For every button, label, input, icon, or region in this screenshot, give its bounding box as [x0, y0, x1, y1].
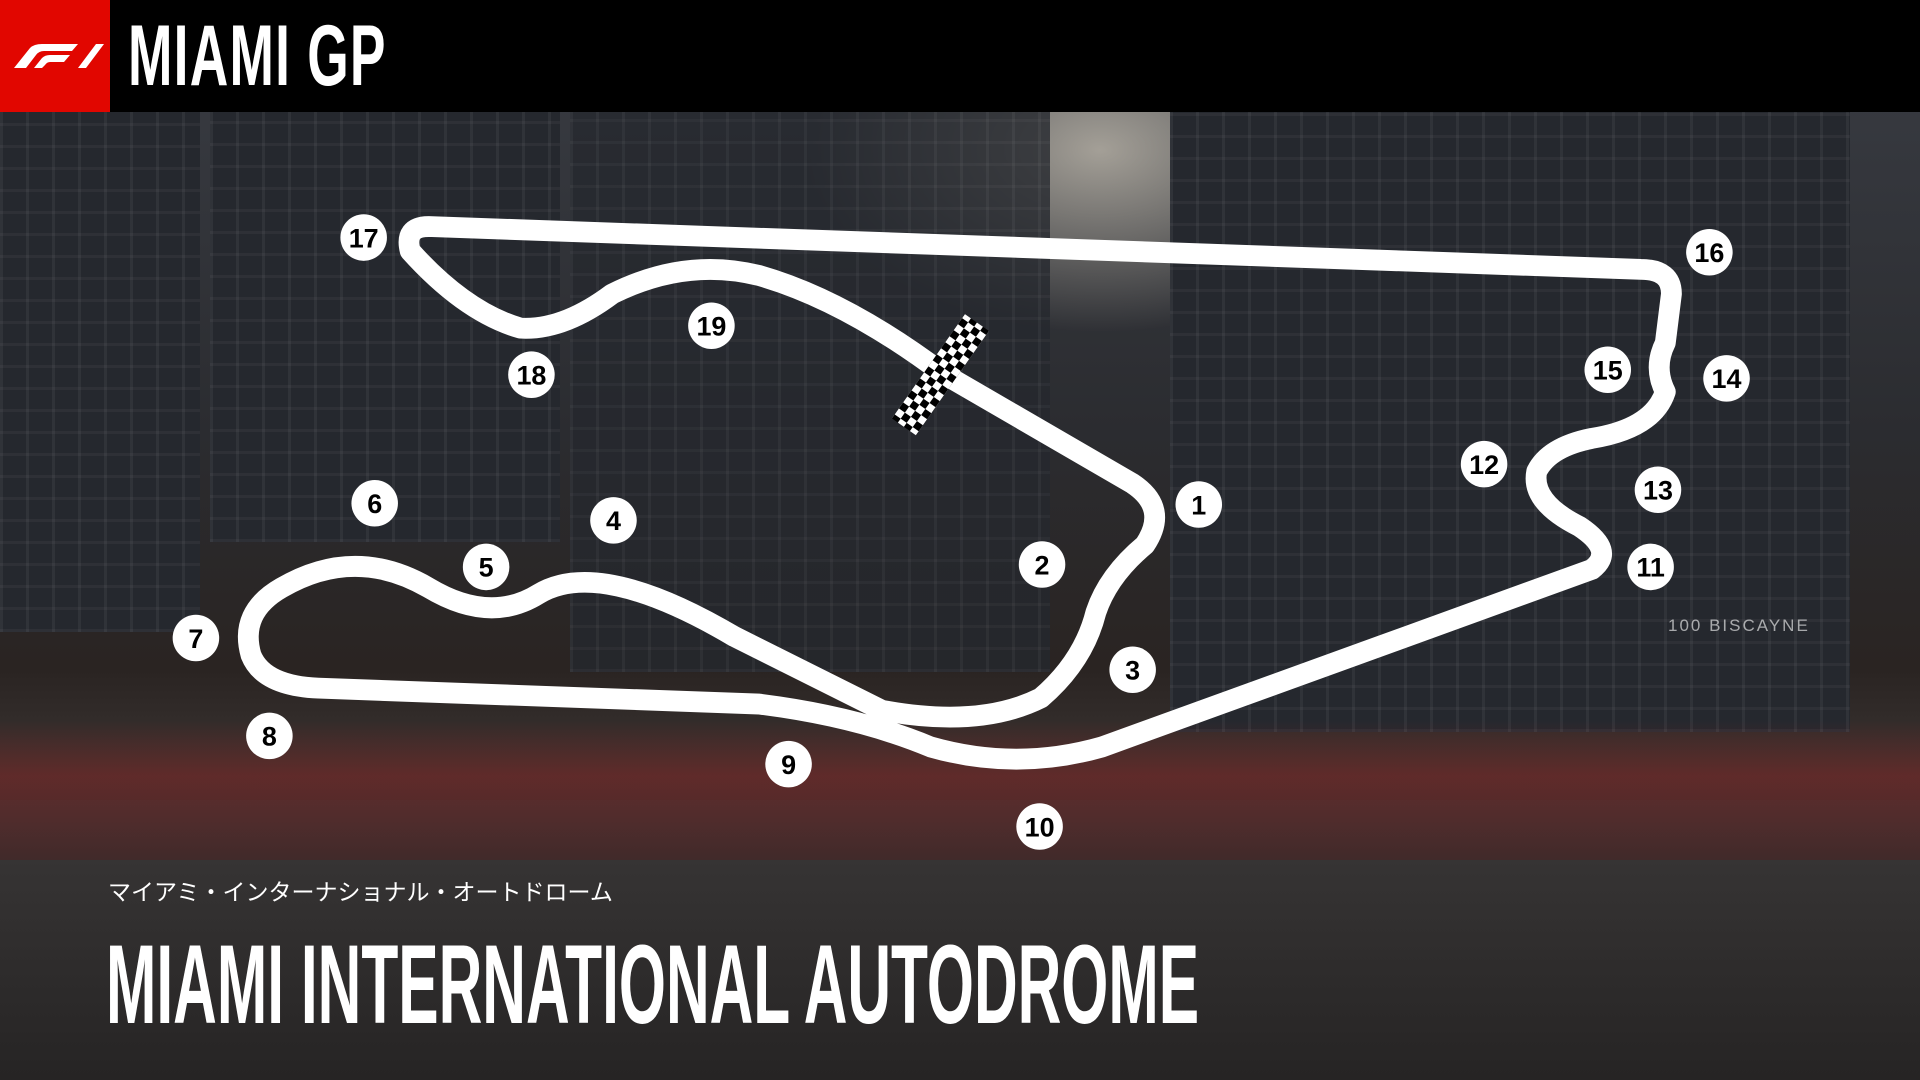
turn-marker-12: 12	[1460, 440, 1508, 488]
turn-marker-7: 7	[172, 614, 220, 662]
turn-marker-6: 6	[351, 480, 398, 527]
turn-number: 3	[1125, 656, 1140, 686]
finish-line-flag-icon	[891, 314, 989, 436]
turn-marker-circle	[246, 712, 293, 760]
turn-marker-circle	[351, 480, 398, 527]
turn-marker-circle	[1109, 646, 1156, 694]
turn-marker-circle	[1584, 346, 1632, 394]
turn-marker-15: 15	[1584, 346, 1632, 394]
circuit-name-japanese: マイアミ・インターナショナル・オートドローム	[108, 880, 613, 906]
turn-marker-5: 5	[462, 543, 510, 591]
turn-marker-circle	[1175, 481, 1223, 528]
turn-number: 14	[1712, 364, 1742, 394]
turn-number: 9	[781, 750, 796, 780]
building	[210, 112, 560, 542]
turn-marker-circle	[1703, 355, 1750, 402]
turn-marker-16: 16	[1686, 228, 1733, 276]
turn-number: 10	[1025, 812, 1055, 842]
track-layout	[237, 216, 1682, 770]
turn-marker-circle	[1018, 541, 1066, 588]
turn-marker-11: 11	[1627, 543, 1674, 591]
turn-marker-circle	[172, 614, 220, 662]
turn-number: 7	[188, 624, 203, 654]
building	[0, 112, 200, 632]
turn-marker-8: 8	[246, 712, 293, 760]
road	[0, 800, 1920, 1080]
turn-marker-14: 14	[1703, 355, 1750, 402]
turn-number: 18	[516, 360, 546, 390]
turn-number: 8	[262, 722, 277, 752]
turn-number: 6	[367, 489, 382, 519]
header: MIAMI GP	[0, 0, 1920, 112]
f1-logo-icon	[14, 44, 104, 68]
turn-marker-17: 17	[340, 214, 387, 261]
turn-number: 5	[479, 553, 494, 583]
turn-marker-9: 9	[765, 740, 812, 788]
f1-logo	[0, 0, 110, 112]
turn-number: 11	[1636, 553, 1664, 583]
turn-marker-18: 18	[508, 351, 555, 398]
turn-number: 15	[1593, 356, 1623, 386]
circuit-name: MIAMI INTERNATIONAL AUTODROME	[106, 922, 1200, 1047]
turn-number: 13	[1643, 476, 1673, 506]
building-sign: 100 BISCAYNE	[1668, 616, 1810, 635]
turn-number: 12	[1469, 450, 1499, 480]
turn-marker-19: 19	[688, 302, 735, 349]
turn-number: 1	[1191, 490, 1206, 520]
turn-marker-circle	[1016, 803, 1063, 850]
turn-marker-circle	[765, 740, 812, 788]
turn-marker-circle	[508, 351, 555, 398]
turn-number: 19	[696, 312, 726, 342]
turn-marker-2: 2	[1018, 541, 1066, 588]
turn-number: 16	[1694, 238, 1724, 268]
turn-number: 4	[606, 506, 621, 536]
turn-number: 2	[1035, 550, 1050, 580]
building	[1170, 112, 1850, 732]
turn-marker-1: 1	[1175, 481, 1223, 528]
turn-marker-circle	[1627, 543, 1674, 591]
page-title: MIAMI GP	[128, 8, 387, 104]
turn-marker-13: 13	[1634, 466, 1682, 514]
turn-marker-circle	[590, 497, 637, 544]
turn-marker-circle	[340, 214, 387, 261]
turn-number: 17	[349, 223, 379, 253]
turn-marker-4: 4	[590, 497, 637, 544]
turn-marker-circle	[462, 543, 510, 591]
turn-marker-circle	[1686, 228, 1733, 276]
turn-marker-circle	[688, 302, 735, 349]
turn-marker-3: 3	[1109, 646, 1156, 694]
turn-marker-10: 10	[1016, 803, 1063, 850]
turn-marker-circle	[1634, 466, 1682, 514]
turn-marker-circle	[1460, 440, 1508, 488]
